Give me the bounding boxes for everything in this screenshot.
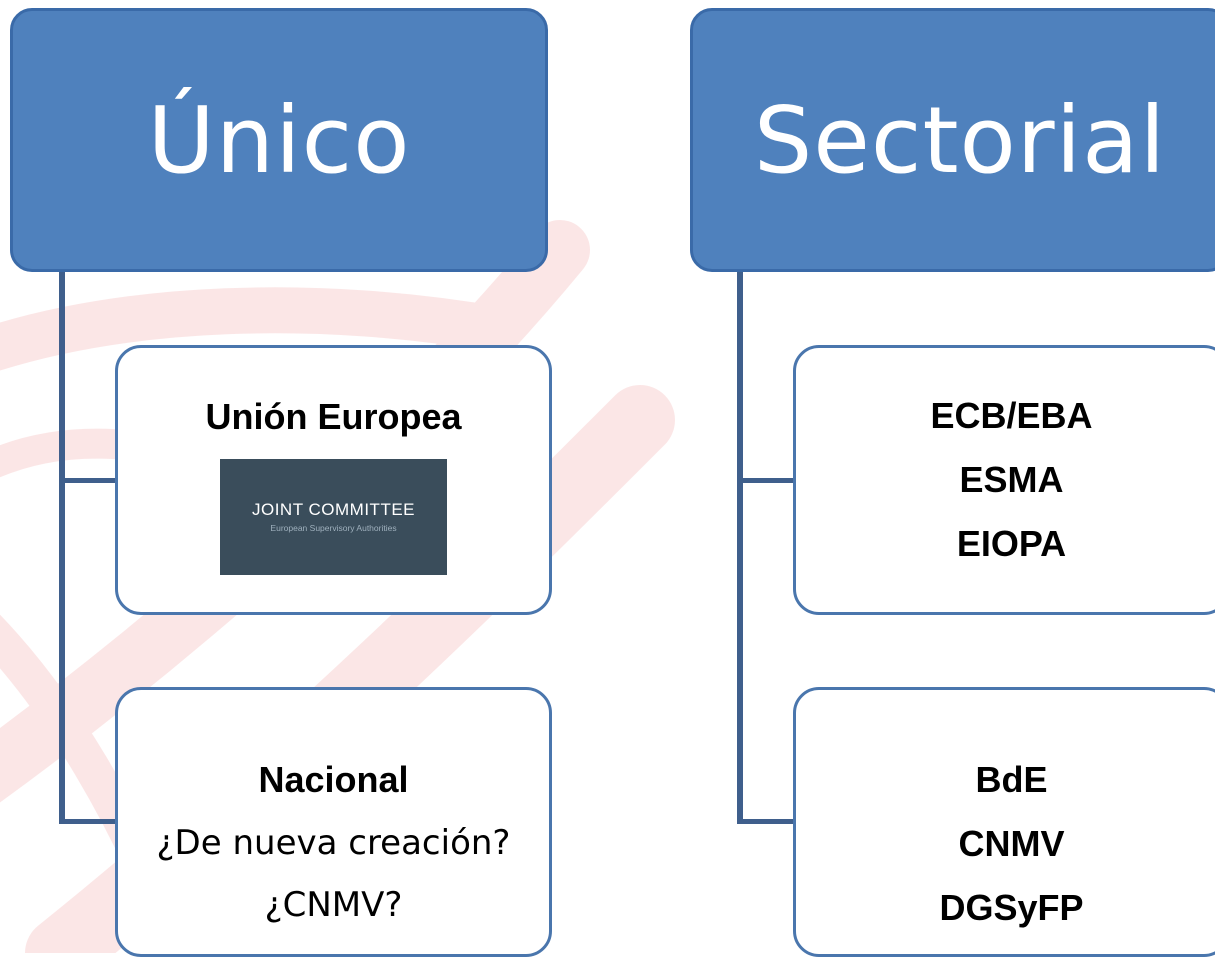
- connector-right-branch-2: [737, 819, 797, 824]
- joint-committee-logo-title: JOINT COMMITTEE: [251, 500, 415, 519]
- header-unico: Único: [10, 8, 548, 272]
- joint-committee-logo: JOINT COMMITTEE European Supervisory Aut…: [220, 459, 447, 575]
- box-nacional: Nacional ¿De nueva creación? ¿CNMV?: [115, 687, 552, 957]
- connector-left-branch-2: [59, 819, 119, 824]
- header-sectorial: Sectorial: [690, 8, 1215, 272]
- box-supervisores-nacionales: BdE CNMV DGSyFP: [793, 687, 1215, 957]
- box-union-europea: Unión Europea JOINT COMMITTEE European S…: [115, 345, 552, 615]
- header-sectorial-label: Sectorial: [753, 86, 1167, 194]
- box-supervisores-europeos: ECB/EBA ESMA EIOPA: [793, 345, 1215, 615]
- connector-left-branch-1: [59, 478, 119, 483]
- box-nacional-line-2: ¿CNMV?: [264, 885, 403, 925]
- connector-left-vertical: [59, 272, 65, 824]
- box-europeos-line-2: ESMA: [959, 459, 1064, 500]
- box-nacionales-line-3: DGSyFP: [939, 887, 1084, 928]
- box-nacional-title: Nacional: [258, 759, 409, 800]
- box-nacional-line-1: ¿De nueva creación?: [156, 823, 511, 863]
- box-nacionales-line-1: BdE: [975, 759, 1048, 800]
- joint-committee-logo-subtitle: European Supervisory Authorities: [270, 523, 397, 533]
- connector-right-branch-1: [737, 478, 797, 483]
- box-nacionales-line-2: CNMV: [958, 823, 1065, 864]
- box-europeos-line-3: EIOPA: [956, 523, 1067, 564]
- connector-right-vertical: [737, 272, 743, 824]
- box-union-europea-title: Unión Europea: [205, 396, 462, 437]
- box-europeos-line-1: ECB/EBA: [930, 395, 1093, 436]
- header-unico-label: Único: [147, 86, 411, 194]
